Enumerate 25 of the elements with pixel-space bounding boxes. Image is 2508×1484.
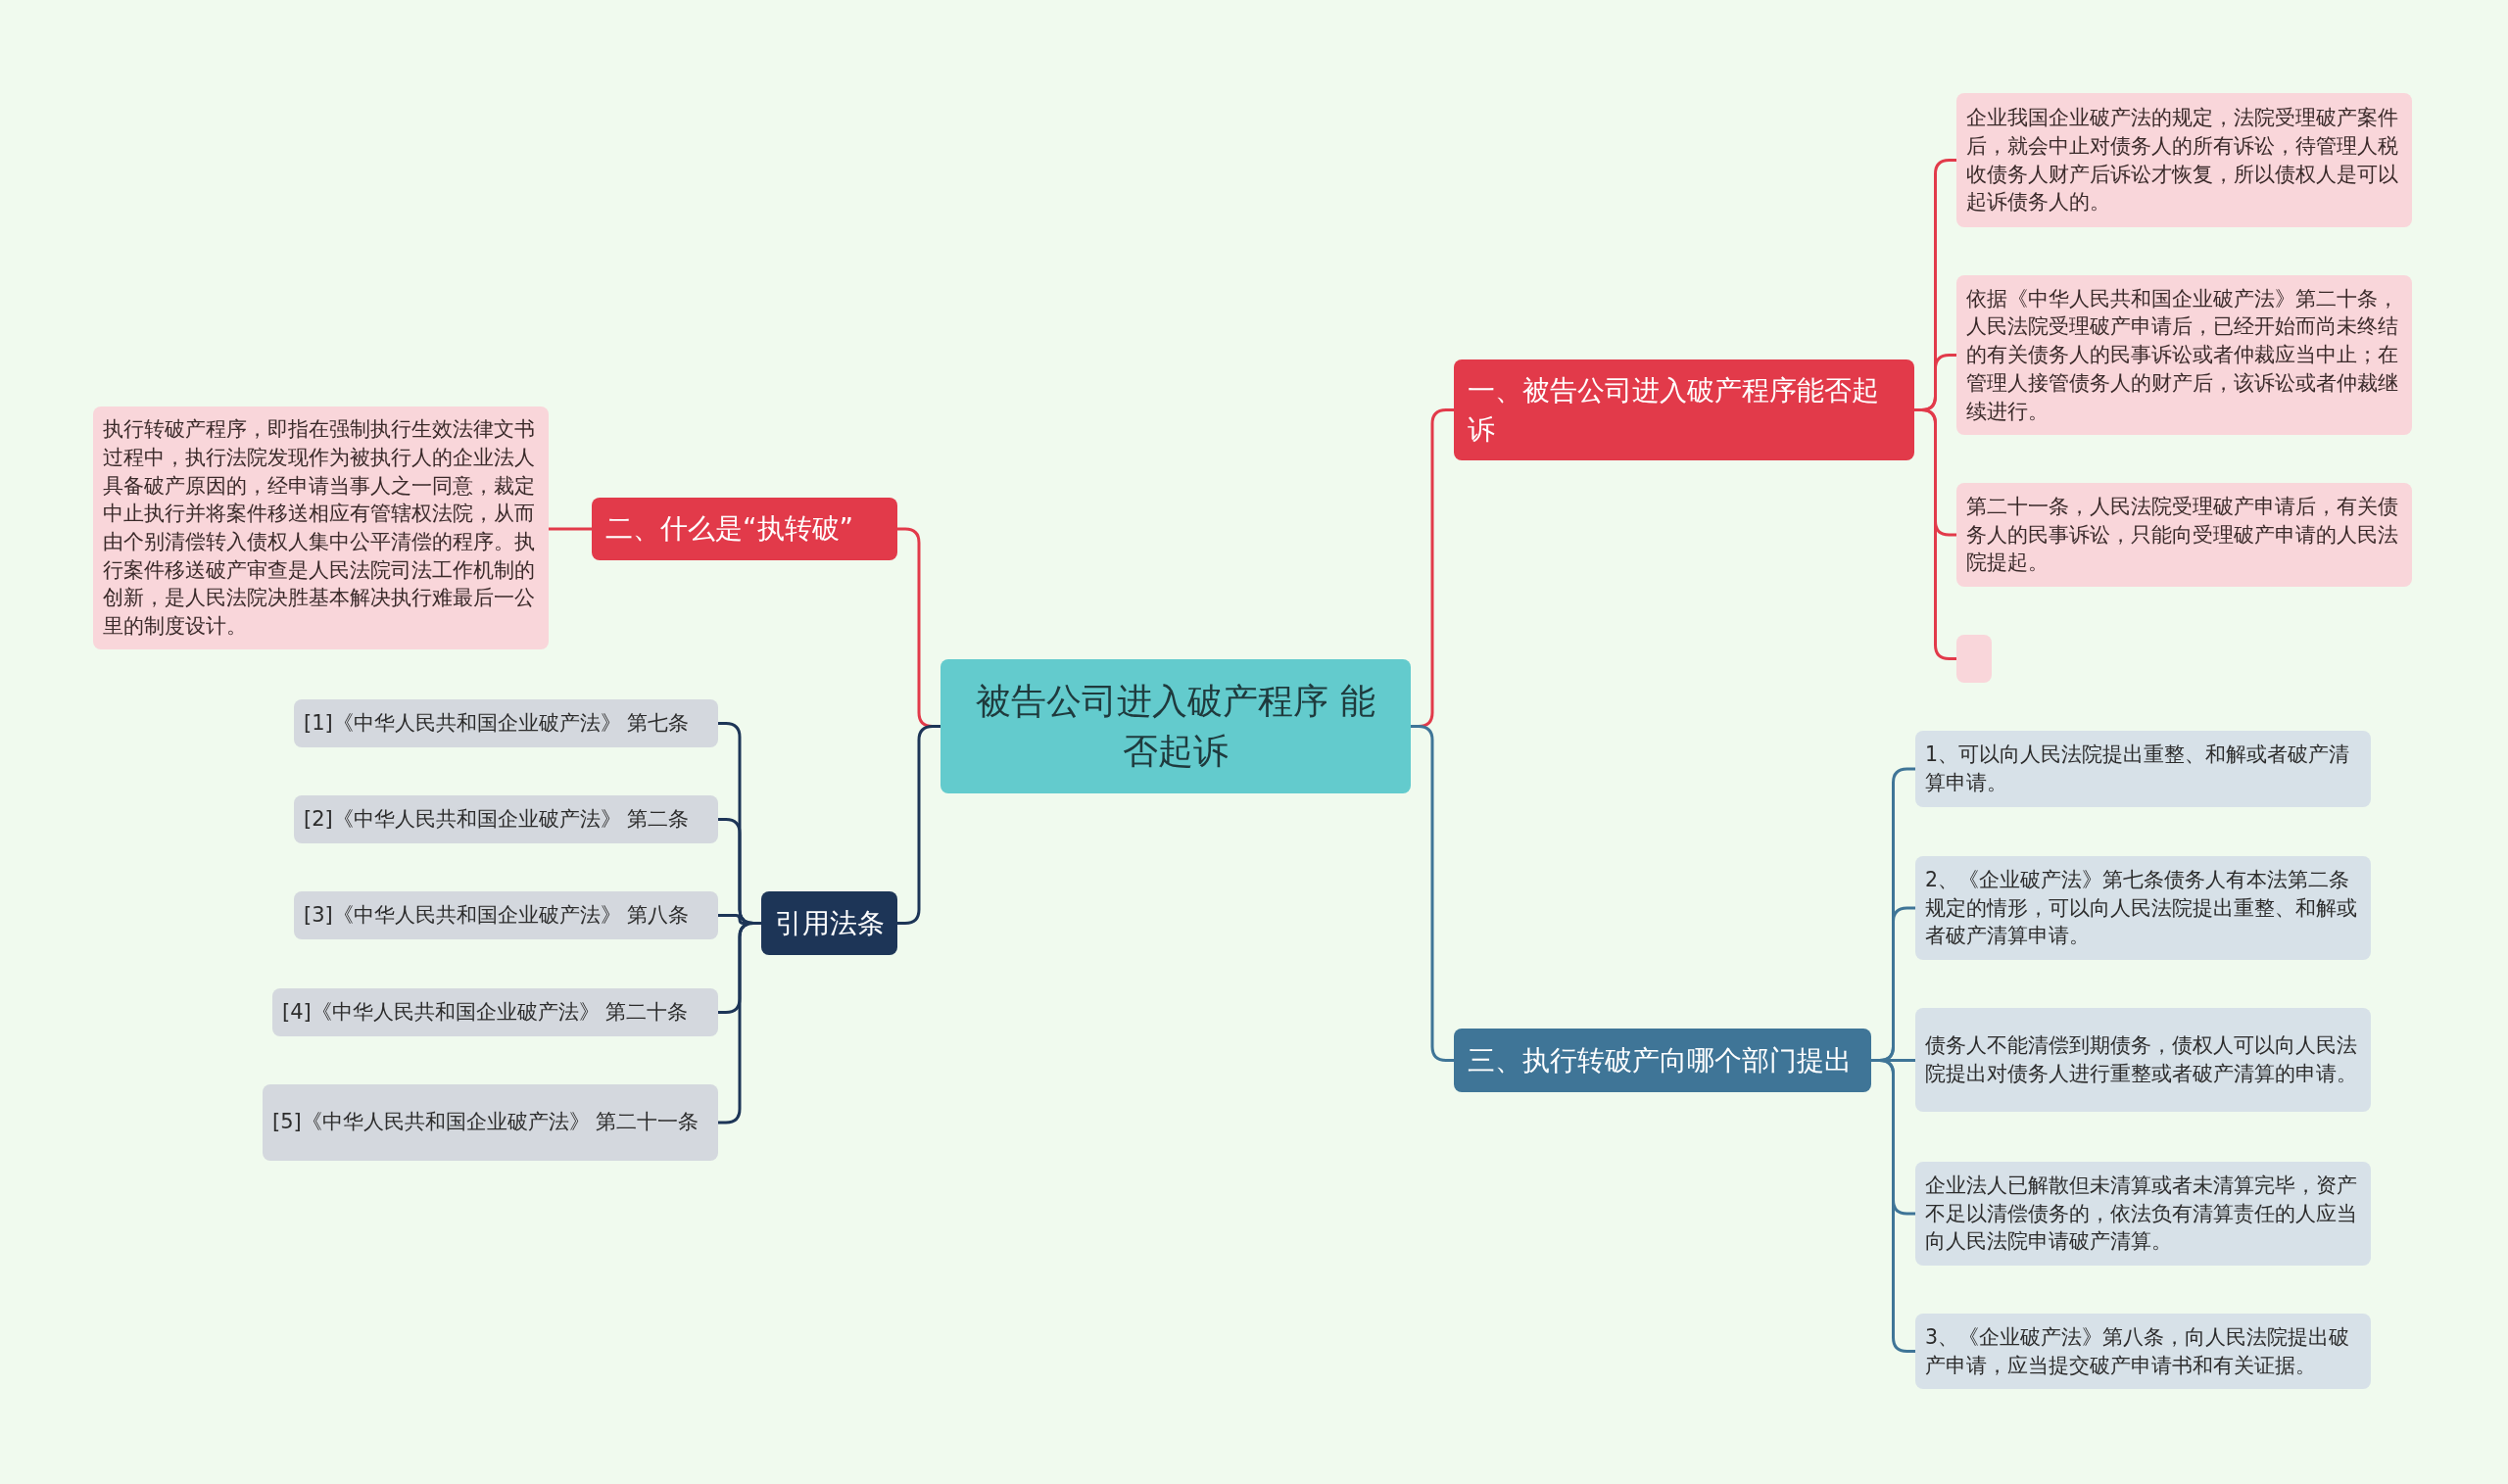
- topic-box: 被告公司进入破产程序 能否起诉: [940, 659, 1411, 793]
- connector-line: [718, 922, 761, 1125]
- text-card: 依据《中华人民共和国企业破产法》第二十条，人民法院受理破产申请后，已经开始而尚未终结的有关债务人的民事诉讼或者仲裁应当中止；在管理人接管债务人的财产后，该诉讼或者仲裁继续进行。: [1956, 275, 2412, 435]
- connector-line: [897, 725, 940, 925]
- text-card: 企业法人已解散但未清算或者未清算完毕，资产不足以清偿债务的，依法负有清算责任的人应当向人民法院申请破产清算。: [1915, 1162, 2371, 1266]
- text-card: 企业我国企业破产法的规定，法院受理破产案件后，就会中止对债务人的所有诉讼，待管理人税收债务人财产后诉讼才恢复，所以债权人是可以起诉债务人的。: [1956, 93, 2412, 227]
- text-card: 3、《企业破产法》第八条，向人民法院提出破产申请，应当提交破产申请书和有关证据。: [1915, 1314, 2371, 1389]
- reference-card: [1]《中华人民共和国企业破产法》 第七条: [294, 699, 718, 747]
- text-card: 债务人不能清偿到期债务，债权人可以向人民法院提出对债务人进行重整或者破产清算的申请。: [1915, 1008, 2371, 1112]
- reference-card: [4]《中华人民共和国企业破产法》 第二十条: [272, 988, 718, 1036]
- text-card: 2、《企业破产法》第七条债务人有本法第二条规定的情形，可以向人民法院提出重整、和解或者破产清算申请。: [1915, 856, 2371, 960]
- branch-box: 二、什么是“执转破”: [592, 498, 897, 560]
- branch-box: 一、被告公司进入破产程序能否起诉: [1454, 359, 1914, 460]
- branch-box: 引用法条: [761, 891, 897, 955]
- connector-line: [1411, 725, 1454, 1062]
- branch-box: 三、执行转破产向哪个部门提出: [1454, 1029, 1871, 1092]
- text-card: 执行转破产程序，即指在强制执行生效法律文书过程中，执行法院发现作为被执行人的企业法人具备破产原因的，经申请当事人之一同意，裁定中止执行并将案件移送相应有管辖权法院，从而由个别清偿转入债权人集中公平清偿的程序。执行案件移送破产审查是人民法院司法工作机制的创新，是人民法院决胜基本解决执行难最后一公里的制度设计。: [93, 407, 549, 649]
- reference-card: [3]《中华人民共和国企业破产法》 第八条: [294, 891, 718, 939]
- text-card: 第二十一条，人民法院受理破产申请后，有关债务人的民事诉讼，只能向受理破产申请的人民法院提起。: [1956, 483, 2412, 587]
- empty-box: [1956, 635, 1992, 683]
- text-card: 1、可以向人民法院提出重整、和解或者破产清算申请。: [1915, 731, 2371, 807]
- connector-line: [549, 527, 592, 531]
- reference-card: [2]《中华人民共和国企业破产法》 第二条: [294, 795, 718, 843]
- reference-card: [5]《中华人民共和国企业破产法》 第二十一条: [263, 1084, 718, 1161]
- connector-line: [1871, 1059, 1915, 1353]
